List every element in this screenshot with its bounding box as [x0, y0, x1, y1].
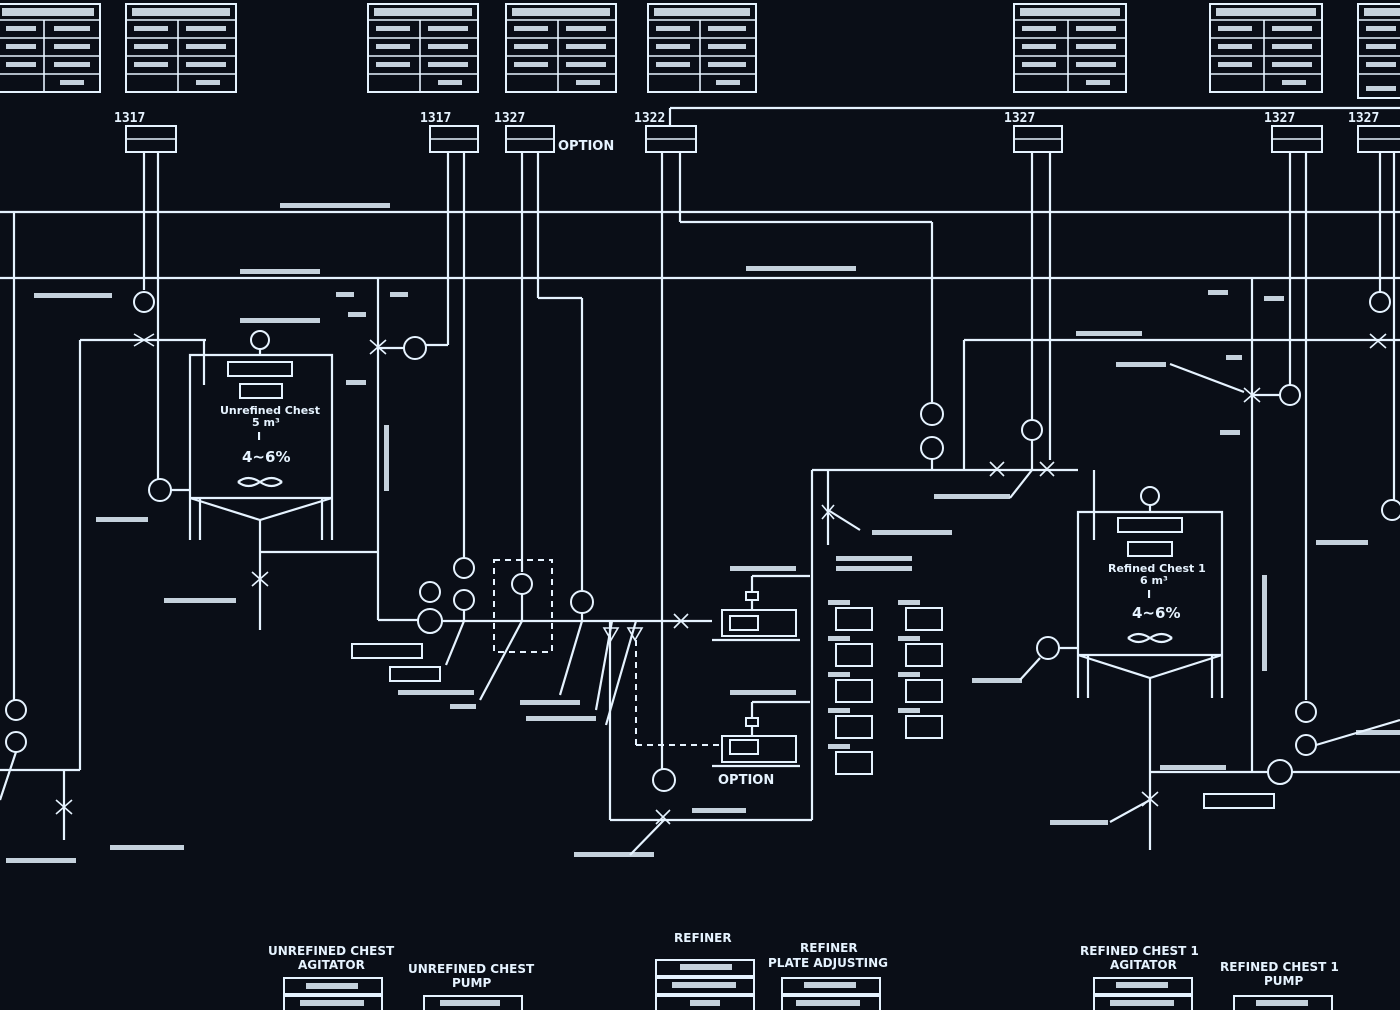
tag-number: 1327: [1004, 111, 1035, 126]
equipment-refined-pump: REFINED CHEST 1 PUMP: [1220, 960, 1339, 1010]
equipment-title-line2: PUMP: [452, 976, 491, 990]
tank-volume: 5 m³: [252, 416, 280, 429]
signal-lines: [12, 152, 1396, 770]
equipment-legend: UNREFINED CHEST AGITATOR UNREFINED CHEST…: [268, 931, 1339, 1010]
equipment-title-line1: REFINER: [800, 941, 858, 955]
unrefined-chest-pump-icon: [417, 608, 443, 634]
refiner-option-icon: [721, 735, 797, 763]
top-instruments: [125, 125, 1400, 153]
option-label-top: OPTION: [558, 139, 614, 154]
tag-labels: 1317 1317 1327 1322 1327 1327 1327 OPTIO…: [114, 111, 1379, 154]
tag-number: 1327: [1264, 111, 1295, 126]
top-tables: [0, 3, 1400, 99]
refiner-instrument-grid: [828, 600, 943, 775]
equipment-title-line1: REFINER: [674, 931, 732, 945]
equipment-title-line1: REFINED CHEST 1: [1080, 944, 1199, 958]
tag-number: 1317: [420, 111, 451, 126]
info-table: [647, 3, 757, 93]
left-piping: [0, 278, 427, 863]
agitator-icon: [237, 476, 283, 488]
equipment-title-line2: AGITATOR: [298, 958, 365, 972]
equipment-title-line2: PUMP: [1264, 974, 1303, 988]
central-piping: [351, 557, 812, 857]
refiner-icon: [721, 609, 797, 637]
tag-number: 1317: [114, 111, 145, 126]
info-table: [1357, 3, 1400, 99]
equipment-title-line2: PLATE ADJUSTING: [768, 956, 888, 970]
valve-icon: [673, 613, 689, 629]
unrefined-chest-tank: Unrefined Chest 5 m³ I 4~6%: [188, 330, 334, 540]
tank-name: Refined Chest 1: [1108, 562, 1206, 575]
tag-number: 1322: [634, 111, 665, 126]
equipment-unrefined-pump: UNREFINED CHEST PUMP: [408, 962, 535, 1010]
tag-number: 1327: [494, 111, 525, 126]
refined-chest-tank: Refined Chest 1 6 m³ I 4~6%: [972, 470, 1400, 850]
refiner-units: OPTION: [712, 468, 1078, 820]
info-table: [1013, 3, 1127, 93]
tank-volume: 6 m³: [1140, 574, 1168, 587]
tank-consistency: 4~6%: [1132, 604, 1180, 622]
valve-icon: [1369, 333, 1387, 349]
valve-icon: [1039, 461, 1055, 477]
equipment-unrefined-agitator: UNREFINED CHEST AGITATOR: [268, 944, 395, 1010]
valve-icon: [626, 627, 644, 642]
info-table: [0, 3, 101, 93]
info-table: [1209, 3, 1323, 93]
info-table: [505, 3, 617, 93]
equipment-title-line2: AGITATOR: [1110, 958, 1177, 972]
header-pipes: [0, 106, 1400, 336]
tank-separator: I: [257, 430, 261, 443]
equipment-refined-agitator: REFINED CHEST 1 AGITATOR: [1080, 944, 1199, 1010]
valve-icon: [821, 504, 835, 520]
tank-name: Unrefined Chest: [220, 404, 320, 417]
option-label-bottom: OPTION: [718, 773, 774, 788]
tag-number: 1327: [1348, 111, 1379, 126]
valve-icon: [133, 333, 155, 347]
valve-icon: [1243, 387, 1261, 403]
equipment-title-line1: UNREFINED CHEST: [408, 962, 535, 976]
equipment-refiner-plate-adjusting: REFINER PLATE ADJUSTING: [768, 941, 888, 1010]
valve-icon: [655, 809, 671, 825]
valve-icon: [989, 461, 1005, 477]
equipment-title-line1: REFINED CHEST 1: [1220, 960, 1339, 974]
info-table: [125, 3, 237, 93]
right-piping: [920, 278, 1400, 772]
valve-icon: [369, 339, 387, 355]
refined-chest-pump-icon: [1267, 759, 1293, 785]
equipment-refiner: REFINER: [655, 931, 755, 1010]
valve-icon: [55, 799, 73, 815]
equipment-title-line1: UNREFINED CHEST: [268, 944, 395, 958]
info-table: [367, 3, 479, 93]
tank-consistency: 4~6%: [242, 448, 290, 466]
tank-separator: I: [1147, 588, 1151, 601]
valve-icon: [251, 571, 269, 587]
agitator-icon: [1127, 632, 1173, 644]
